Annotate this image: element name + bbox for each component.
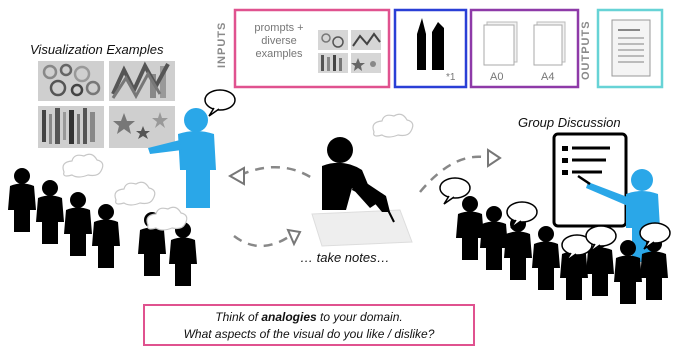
paper-a0-icon <box>483 21 518 66</box>
prompts-box-text: prompts + diverse examples <box>254 22 304 60</box>
output-document-icon <box>611 19 651 77</box>
flow-arrows <box>233 155 491 248</box>
paper-box <box>469 8 580 89</box>
inputs-label: INPUTS <box>216 21 228 68</box>
outputs-label: OUTPUTS <box>580 20 592 80</box>
note-line-1: Think of analogies to your domain. <box>215 310 403 324</box>
vis-examples-label: Visualization Examples <box>30 42 164 57</box>
prompts-box <box>233 8 391 89</box>
prompt-thumbnails <box>318 30 381 73</box>
arrowhead-mid <box>286 228 302 247</box>
thought-cloud-3 <box>146 206 188 231</box>
presenter-speech-bubble <box>204 89 236 117</box>
take-notes-label: … take notes… <box>300 250 390 265</box>
paper-a4-label: A4 <box>541 71 555 83</box>
outputs-box <box>596 8 664 89</box>
marker-icon <box>417 18 444 70</box>
paper-a4-icon <box>533 21 566 66</box>
note-emphasis: analogies <box>261 310 317 324</box>
note-taker-figure <box>311 137 413 247</box>
paper-a0-label: A0 <box>490 71 504 83</box>
arrowhead-left <box>227 166 245 186</box>
marker-box <box>393 8 468 89</box>
group-discussion-label: Group Discussion <box>518 115 621 130</box>
prompt-note-box: Think of analogies to your domain. What … <box>143 304 475 346</box>
vis-example-tiles <box>38 61 175 148</box>
discussion-board <box>552 132 628 228</box>
thought-cloud-2 <box>114 181 156 206</box>
presenter-figure <box>148 108 216 208</box>
thought-cloud-1 <box>62 153 104 178</box>
marker-footnote: *1 <box>446 72 456 83</box>
thought-cloud-center <box>372 113 414 138</box>
arrowhead-right <box>487 148 502 168</box>
note-line-2: What aspects of the visual do you like /… <box>183 327 435 341</box>
